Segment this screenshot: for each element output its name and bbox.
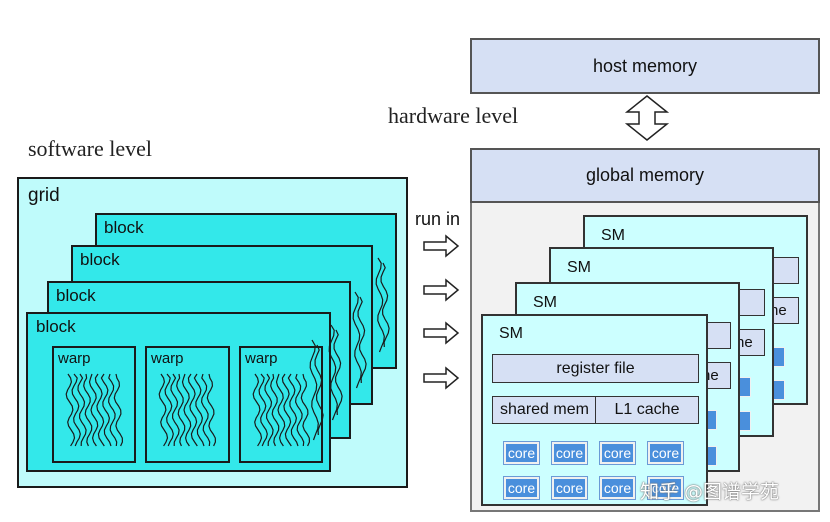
thread-line	[193, 373, 205, 447]
sm-label: SM	[567, 259, 591, 276]
thread-line	[275, 373, 286, 447]
register-file: register file	[492, 354, 699, 383]
thread-line	[100, 373, 112, 447]
sm-1: SM register file shared mem L1 cache cor…	[481, 314, 708, 506]
block-label: block	[36, 317, 76, 336]
thread-line	[328, 324, 338, 421]
thread-line	[77, 373, 87, 447]
hardware-level-title: hardware level	[388, 103, 519, 128]
grid-label: grid	[28, 185, 60, 206]
thread-line	[281, 373, 292, 447]
warp-label: warp	[245, 350, 278, 367]
core: core	[647, 476, 684, 500]
global-memory: global memory	[470, 148, 820, 203]
thread-line	[83, 373, 93, 447]
thread-line	[300, 373, 311, 447]
thread-line	[309, 339, 319, 441]
right-arrow-icon	[423, 278, 460, 302]
core: core	[551, 441, 588, 465]
warp-label: warp	[58, 350, 91, 367]
host-memory: host memory	[470, 38, 820, 94]
right-arrow-icon	[423, 234, 460, 258]
software-level-title: software level	[28, 136, 152, 161]
thread-line	[252, 373, 263, 447]
sm-label: SM	[499, 325, 523, 342]
thread-line	[264, 373, 274, 447]
right-arrow-icon	[423, 321, 460, 345]
right-arrow-icon	[423, 366, 460, 390]
thread-line	[294, 373, 305, 447]
warp-label: warp	[151, 350, 184, 367]
thread-line	[375, 257, 385, 353]
run-in-label: run in	[415, 209, 461, 229]
core: core	[551, 476, 588, 500]
thread-line	[270, 373, 280, 447]
thread-line	[181, 373, 192, 447]
thread-line	[258, 373, 268, 447]
thread-line	[88, 373, 99, 447]
block-label: block	[56, 286, 96, 305]
l1-cache: L1 cache	[595, 396, 699, 424]
thread-line	[176, 373, 186, 447]
thread-line	[158, 373, 169, 447]
block-label: block	[80, 250, 120, 269]
thread-line	[107, 373, 118, 447]
core: core	[599, 441, 636, 465]
core: core	[599, 476, 636, 500]
thread-line	[206, 373, 217, 447]
thread-line	[94, 373, 105, 447]
thread-line	[380, 262, 390, 348]
core: core	[503, 441, 540, 465]
thread-line	[314, 344, 324, 436]
watermark: 知乎 @图谱学苑	[640, 481, 780, 503]
thread-line	[113, 373, 124, 447]
thread-line	[287, 373, 299, 447]
thread-line	[352, 291, 362, 389]
core: core	[647, 441, 684, 465]
up-down-arrow-icon	[624, 95, 670, 141]
core: core	[503, 476, 540, 500]
thread-line	[200, 373, 211, 447]
thread-line	[164, 373, 174, 447]
block-label: block	[104, 218, 144, 237]
sm-label: SM	[601, 227, 625, 244]
thread-line	[71, 373, 81, 447]
thread-line	[187, 373, 198, 447]
thread-line	[65, 373, 76, 447]
thread-line	[170, 373, 180, 447]
sm-label: SM	[533, 294, 557, 311]
thread-line	[333, 329, 343, 416]
shared-memory: shared mem	[492, 396, 597, 424]
thread-line	[357, 296, 367, 384]
